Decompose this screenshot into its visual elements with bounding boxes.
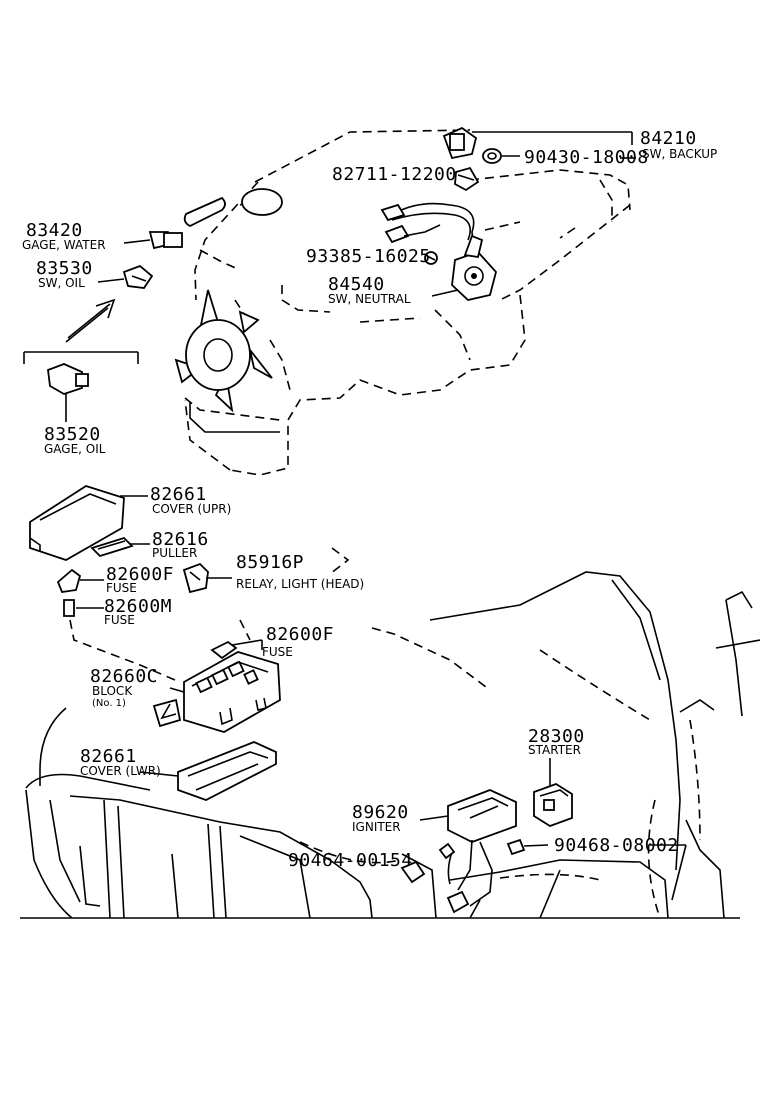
part-number: 82600F [106, 564, 174, 585]
oil-gage-group [23, 351, 139, 422]
backup-switch-drawing [442, 126, 633, 160]
cooling-fan [174, 289, 273, 413]
part-number: 82661 [80, 746, 137, 767]
cover-lower-drawing [139, 741, 277, 801]
part-callout-p93385: 93385-16025 [306, 246, 431, 267]
part-name: GAGE, WATER [22, 238, 106, 252]
bolt-93385-drawing [424, 251, 438, 265]
bolt-90468-drawing [506, 838, 549, 856]
part-number: 84210 [640, 128, 697, 149]
part-callout-p90430: 90430-18008 [524, 147, 649, 168]
water-gage-drawing [123, 231, 183, 250]
part-number: 83530 [36, 258, 93, 279]
clip-90464-drawing [400, 860, 426, 884]
part-callout-p85916P: 85916P RELAY, LIGHT (HEAD) [236, 552, 364, 591]
igniter-drawing [419, 789, 517, 914]
part-number: 82616 [152, 529, 209, 550]
part-number: 82660C [90, 666, 158, 687]
starter-relay-drawing [533, 758, 573, 827]
part-subname: (No. 1) [92, 698, 126, 709]
wire-harness-drawing [380, 202, 475, 251]
oil-switch-drawing [97, 264, 154, 289]
part-name: STARTER [528, 743, 581, 757]
puller-drawing [90, 536, 150, 558]
part-name: FUSE [104, 613, 135, 627]
part-name: BLOCK [92, 684, 133, 698]
neutral-switch-drawing [431, 234, 497, 301]
relay-drawing [182, 562, 232, 594]
arrow-to-engine [65, 298, 116, 343]
part-name: COVER (UPR) [152, 502, 231, 516]
part-number: 82600F [266, 624, 334, 645]
part-name: FUSE [106, 581, 137, 595]
part-name: RELAY, LIGHT (HEAD) [236, 577, 364, 591]
fuse-M-drawing [63, 599, 176, 681]
part-number: 85916P [236, 552, 304, 573]
part-number: 82661 [150, 484, 207, 505]
part-number: 90430-18008 [524, 147, 649, 168]
part-name: SW, NEUTRAL [328, 292, 411, 306]
fuse-F-drawing [56, 568, 104, 593]
part-number: 89620 [352, 802, 409, 823]
part-number: 83520 [44, 424, 101, 445]
part-number: 84540 [328, 274, 385, 295]
part-name: SW, OIL [38, 276, 85, 290]
part-callout-p82711: 82711-12200 [332, 164, 457, 185]
part-number: 82711-12200 [332, 164, 457, 185]
part-name: IGNITER [352, 820, 401, 834]
part-name: GAGE, OIL [44, 442, 106, 456]
part-number: 90464-00154 [288, 850, 413, 871]
engine-outline [174, 129, 631, 476]
part-callout-p90468: 90468-08002 [554, 835, 679, 856]
clamp-82711-drawing [454, 166, 480, 192]
part-callout-p90464: 90464-00154 [288, 850, 413, 871]
part-number: 83420 [26, 220, 83, 241]
part-name: FUSE [262, 645, 293, 659]
part-name: PULLER [152, 546, 197, 560]
part-number: 90468-08002 [554, 835, 679, 856]
part-name: SW, BACKUP [642, 147, 717, 161]
fuse-block-drawing [152, 639, 281, 733]
cover-upper-drawing [29, 485, 148, 561]
part-number: 82600M [104, 596, 172, 617]
part-number: 93385-16025 [306, 246, 431, 267]
part-name: COVER (LWR) [80, 764, 161, 778]
washer-drawing [482, 148, 520, 164]
part-number: 28300 [528, 726, 585, 747]
